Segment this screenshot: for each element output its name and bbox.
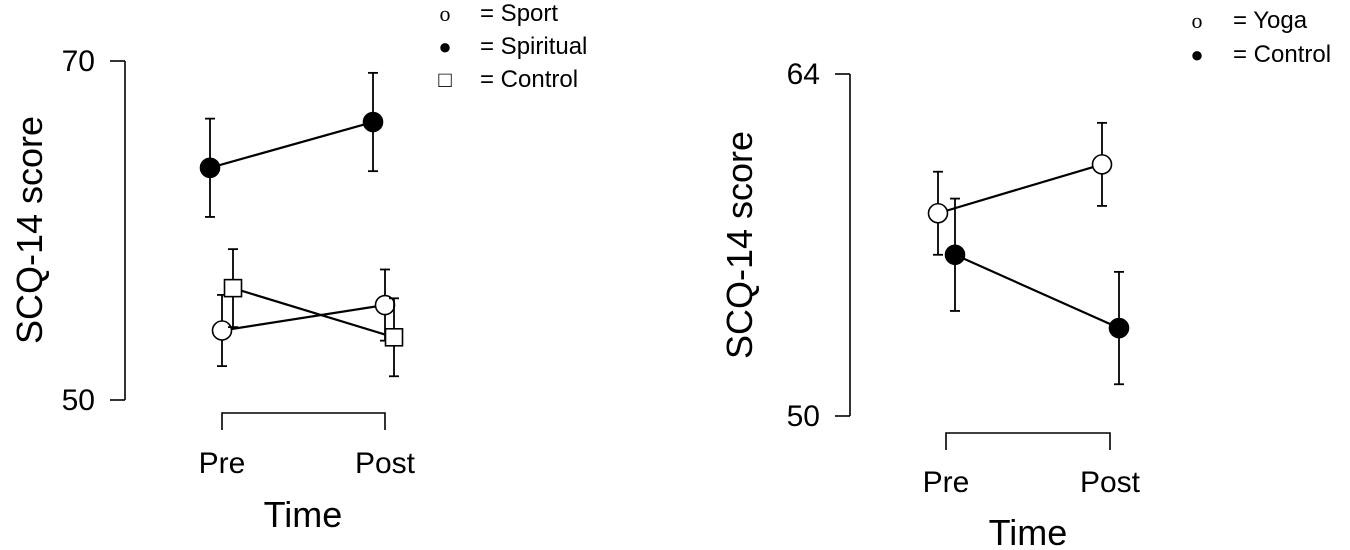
series-line-yoga	[937, 163, 1103, 215]
legend-left-label-control: = Control	[480, 66, 578, 93]
chart-right-marks	[927, 121, 1130, 386]
series-line-control	[232, 287, 395, 339]
series-line-sport	[221, 303, 386, 332]
chart-right: 64 50 SCQ-14 score Pre Post Time o = Yog…	[719, 7, 1331, 550]
chart-left: 70 50 SCQ-14 score Pre Post Time o = Spo…	[9, 0, 587, 535]
legend-left-symbol-spiritual: ●	[438, 34, 451, 59]
y-tick-label-right-top: 64	[787, 58, 820, 91]
x-tick-label-right-post: Post	[1080, 466, 1141, 499]
y-tick-label-left-top: 70	[62, 45, 95, 78]
legend-right: o = Yoga ● = Control	[1190, 7, 1331, 68]
y-tick-label-right-bottom: 50	[787, 400, 820, 433]
data-point-sport	[211, 320, 233, 341]
legend-right-symbol-yoga: o	[1192, 8, 1203, 33]
legend-right-label-control: = Control	[1233, 41, 1331, 68]
series-line-control	[954, 253, 1120, 330]
data-point-control	[944, 244, 966, 266]
y-axis-title-right: SCQ-14 score	[719, 131, 760, 359]
x-tick-label-left-pre: Pre	[199, 447, 246, 480]
legend-left: o = Sport ● = Spiritual □ = Control	[438, 0, 587, 93]
legend-left-label-spiritual: = Spiritual	[480, 33, 587, 60]
series-line-spiritual	[209, 120, 374, 169]
y-tick-label-left-bottom: 50	[62, 384, 95, 417]
data-point-control	[223, 278, 243, 298]
x-tick-label-left-post: Post	[355, 447, 416, 480]
legend-left-symbol-control: □	[438, 67, 451, 92]
chart-left-marks	[199, 71, 404, 378]
x-axis-title-left: Time	[264, 494, 343, 535]
data-point-spiritual	[199, 157, 221, 179]
x-axis-line-right	[945, 432, 1111, 450]
legend-right-label-yoga: = Yoga	[1233, 7, 1308, 34]
x-tick-label-right-pre: Pre	[923, 466, 970, 499]
data-point-yoga	[1091, 154, 1113, 175]
data-point-yoga	[927, 202, 949, 224]
legend-left-label-sport: = Sport	[480, 0, 558, 27]
data-point-control	[1108, 317, 1130, 339]
data-point-spiritual	[362, 111, 384, 133]
x-axis-line-left	[221, 412, 386, 430]
data-point-control	[384, 327, 404, 347]
legend-left-symbol-sport: o	[440, 1, 451, 26]
legend-right-symbol-control: ●	[1190, 42, 1203, 67]
y-axis-title-left: SCQ-14 score	[9, 116, 50, 344]
x-axis-title-right: Time	[989, 512, 1068, 550]
